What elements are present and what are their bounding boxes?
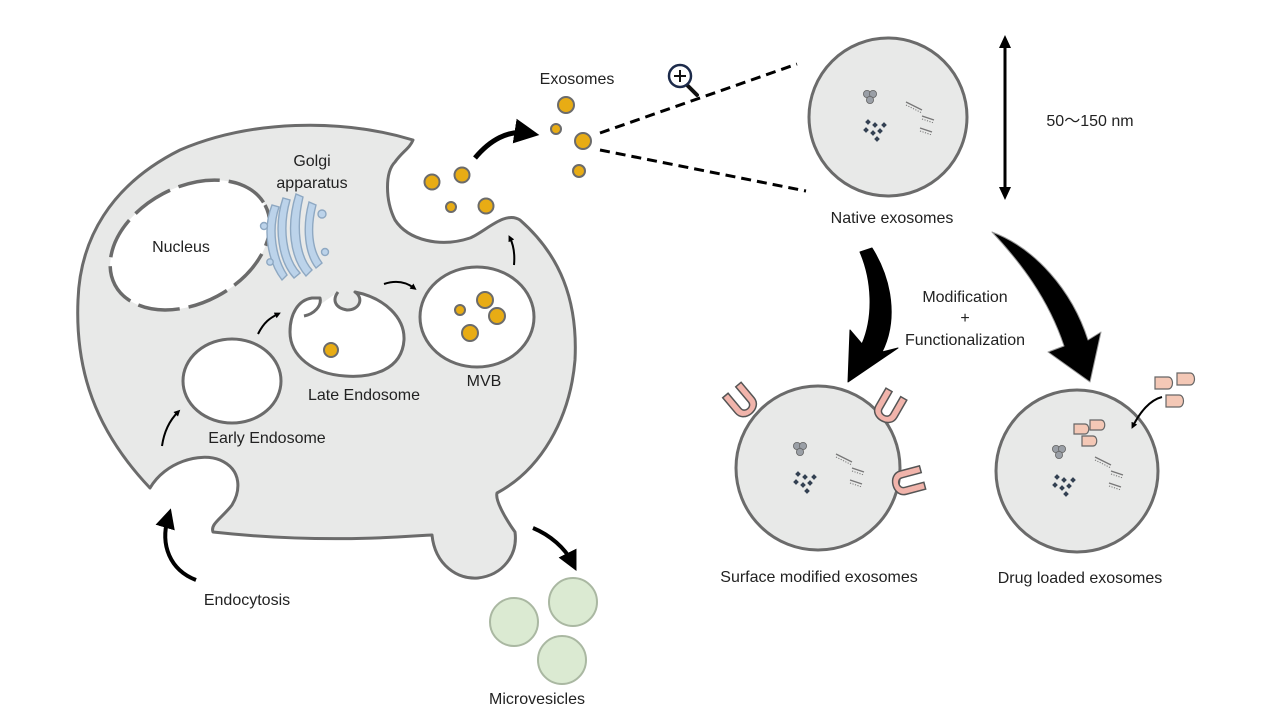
- modification-arrow-right: [991, 231, 1102, 383]
- late-endosome-label: Late Endosome: [308, 387, 420, 404]
- late-endosome-vesicle: [323, 342, 339, 358]
- early-endosome: [181, 337, 283, 425]
- surface-modified-label: Surface modified exosomes: [720, 569, 917, 586]
- golgi-label-line2: apparatus: [276, 175, 347, 192]
- drug-loading-arrow: [1131, 396, 1163, 429]
- late-endosome: [288, 290, 406, 378]
- exosomes-label: Exosomes: [540, 71, 615, 88]
- secretion-arrow: [473, 118, 540, 160]
- pocket-exosomes: [423, 166, 495, 215]
- microvesicles-label: Microvesicles: [489, 691, 585, 708]
- size-label: 50～150 nm: [1046, 113, 1133, 130]
- pathway-arrows: [161, 235, 516, 447]
- drug-loaded-label: Drug loaded exosomes: [998, 570, 1163, 587]
- mvb-label: MVB: [467, 373, 502, 390]
- nucleus: [108, 178, 272, 312]
- surface-ligands: [721, 381, 927, 496]
- modification-arrow-left: [847, 247, 899, 383]
- plus-label: +: [960, 310, 969, 327]
- zoom-lines: [599, 62, 807, 193]
- multivesicular-body: [418, 265, 536, 369]
- endocytosis-label: Endocytosis: [204, 592, 290, 609]
- golgi-apparatus: [259, 193, 330, 282]
- native-exosomes-label: Native exosomes: [831, 210, 954, 227]
- secreted-exosomes: [550, 96, 592, 178]
- nucleus-label: Nucleus: [152, 239, 210, 256]
- microvesicle-arrow: [532, 526, 577, 571]
- modification-label: Modification: [922, 289, 1007, 306]
- drug-loaded-exosome: [994, 388, 1160, 554]
- endocytosis-arrow: [155, 508, 197, 582]
- double-headed-arrow-icon: [999, 35, 1011, 200]
- zoom-in-icon: [667, 63, 699, 97]
- golgi-label-line1: Golgi: [293, 153, 330, 170]
- drug-molecules: [1073, 372, 1196, 447]
- surface-modified-exosome: [734, 384, 902, 552]
- early-endosome-label: Early Endosome: [208, 430, 325, 447]
- native-exosome: [807, 36, 969, 198]
- mvb-vesicles: [454, 291, 506, 342]
- functionalization-label: Functionalization: [905, 332, 1025, 349]
- microvesicles: [489, 577, 598, 685]
